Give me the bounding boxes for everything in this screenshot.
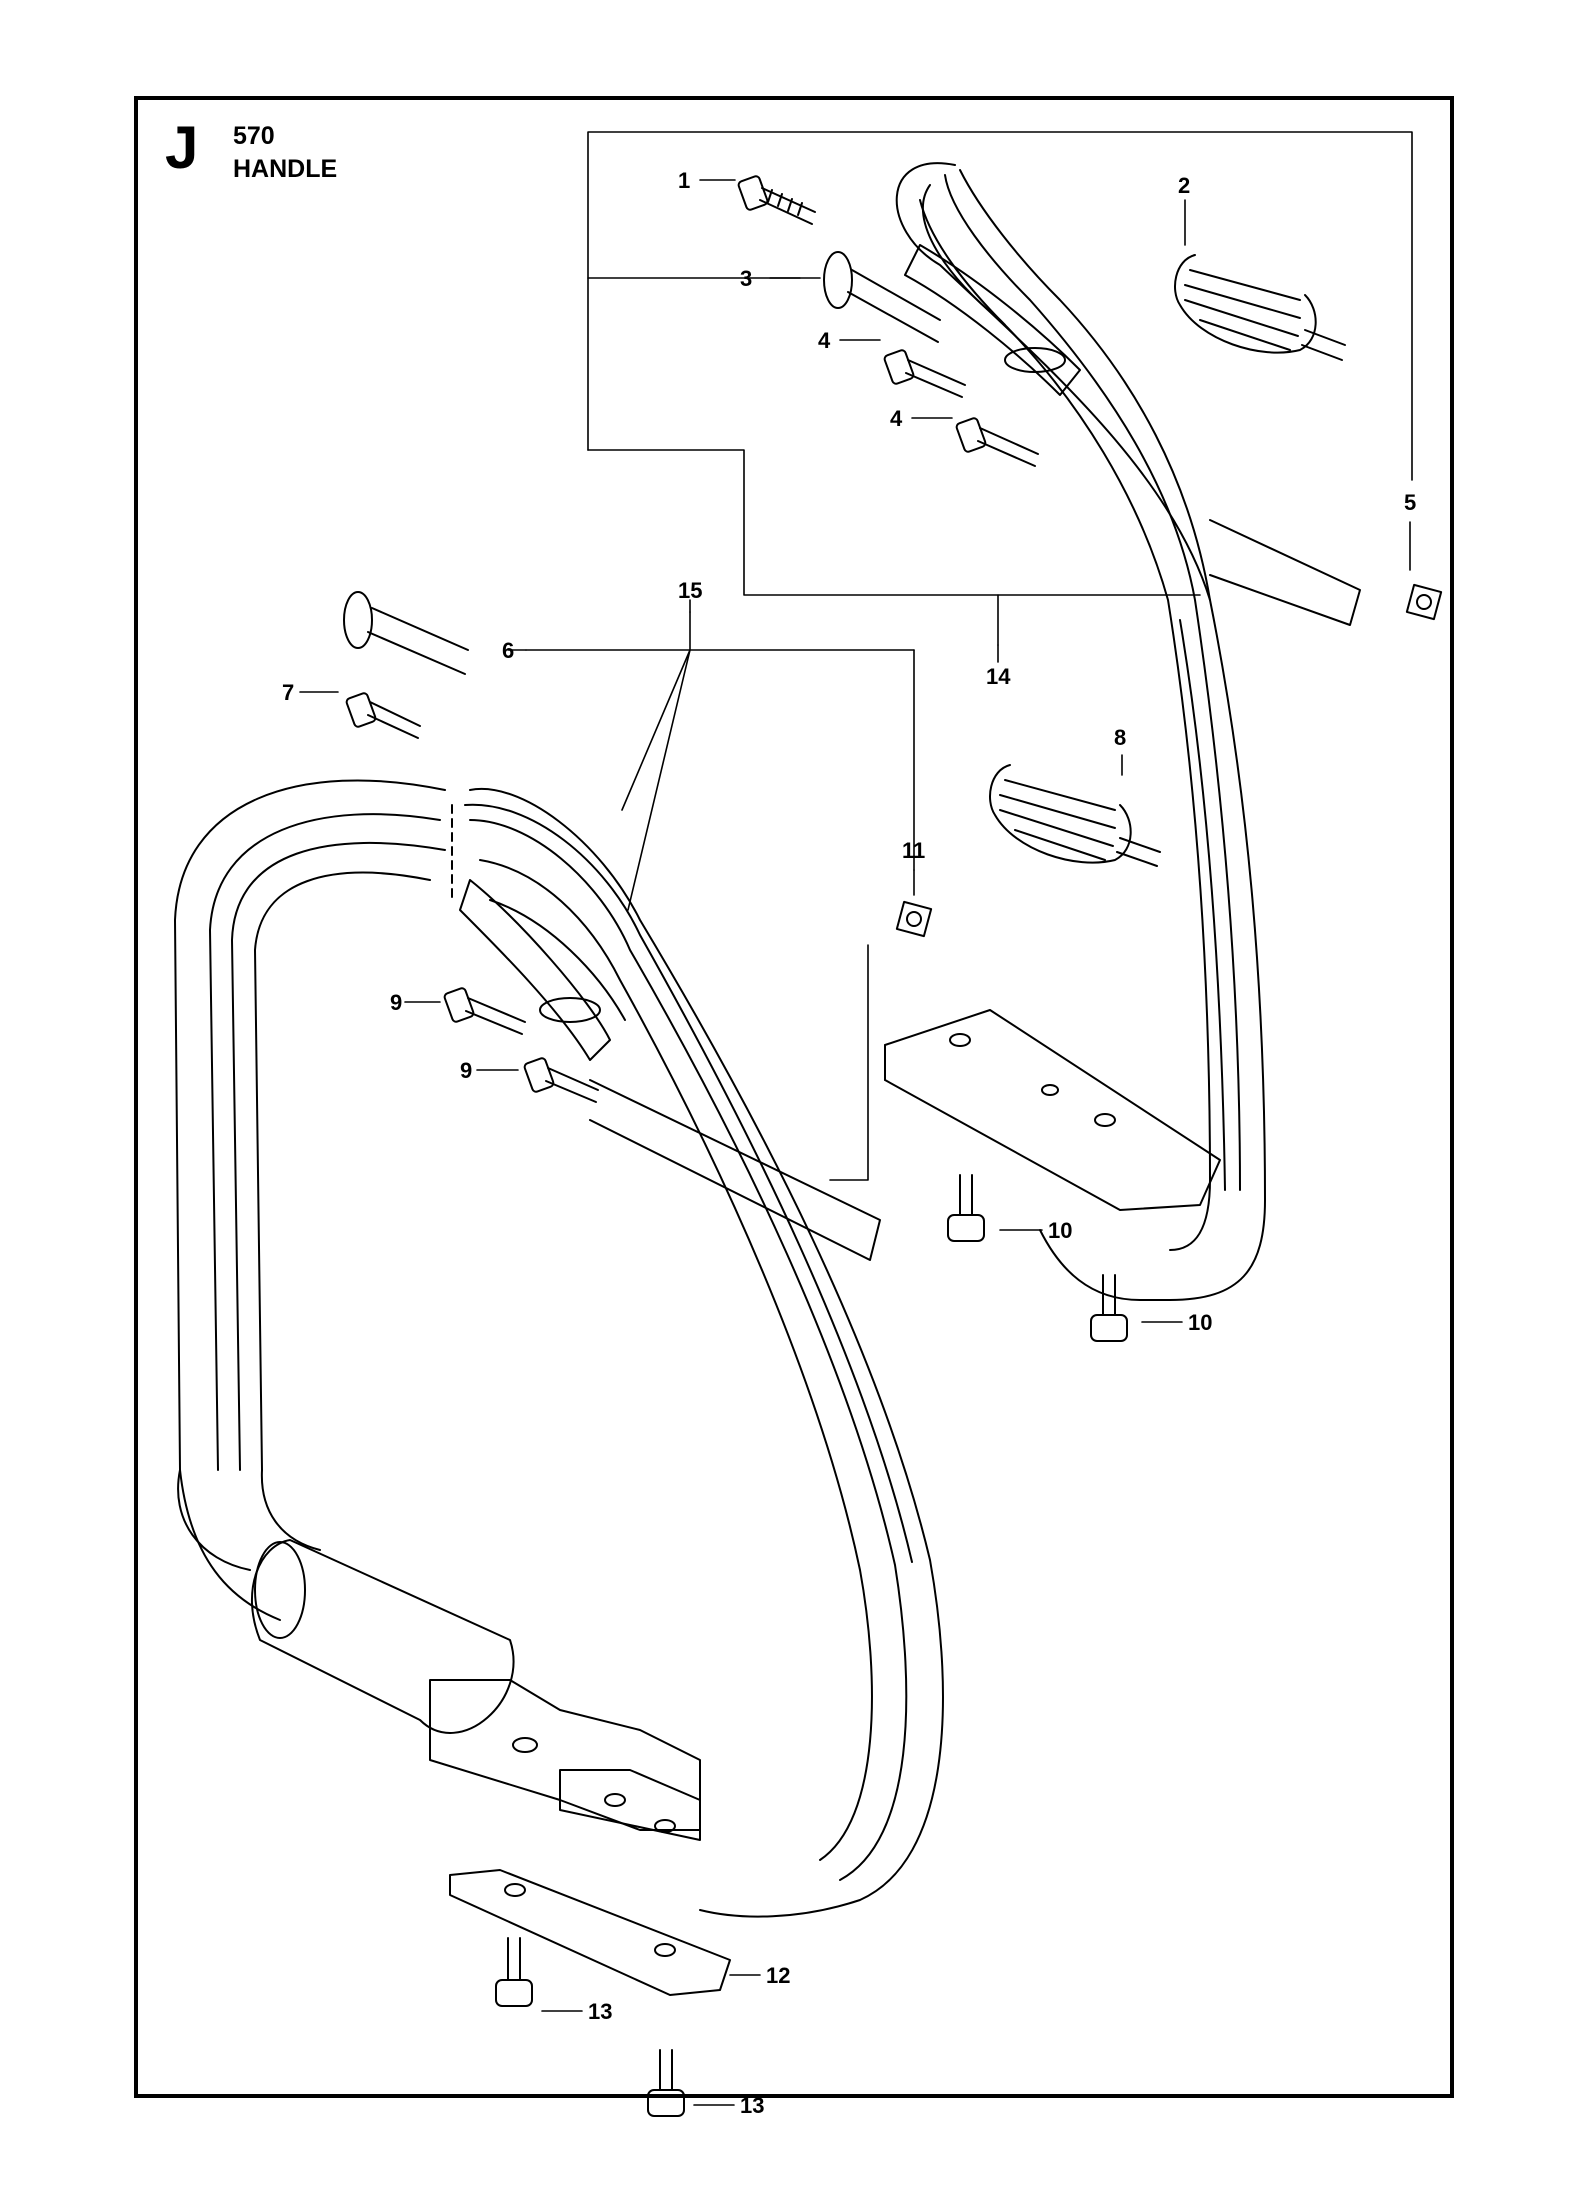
- spring-2: [1174, 254, 1346, 361]
- callout-13b: 13: [740, 2093, 764, 2118]
- pin-3: [823, 251, 941, 343]
- nut-5: [1405, 583, 1443, 621]
- callout-9b: 9: [460, 1058, 472, 1083]
- diagram-title: HANDLE: [233, 155, 338, 183]
- callout-11: 11: [902, 838, 925, 863]
- callout-12: 12: [766, 1963, 790, 1988]
- callout-8: 8: [1114, 725, 1126, 750]
- diagram-frame: [134, 96, 1454, 2098]
- section-letter: J: [165, 114, 199, 181]
- callout-labels: 1 2 3 4 4 5 6 7 8 9 9 10 10 11 12 13 13 …: [282, 168, 1416, 2118]
- callout-14: 14: [986, 664, 1011, 689]
- callout-5: 5: [1404, 490, 1416, 515]
- callout-10b: 10: [1188, 1310, 1212, 1335]
- screw-10b: [1090, 1274, 1128, 1342]
- callout-10a: 10: [1048, 1218, 1072, 1243]
- bolt-7: [345, 692, 421, 739]
- bolt-4b: [955, 417, 1039, 467]
- callout-9a: 9: [390, 990, 402, 1015]
- callout-3: 3: [740, 266, 752, 291]
- leader-lines: [299, 179, 1411, 2106]
- callout-2: 2: [1178, 173, 1190, 198]
- pin-6: [343, 591, 469, 675]
- model-number: 570: [233, 122, 275, 150]
- callout-1: 1: [678, 168, 690, 193]
- callout-4a: 4: [818, 328, 831, 353]
- callout-7: 7: [282, 680, 294, 705]
- front-handle: [174, 779, 944, 1996]
- bolt-9b: [523, 1057, 599, 1103]
- fasteners: [343, 175, 1443, 2117]
- screw-13b: [647, 2049, 685, 2117]
- bolt-4a: [883, 349, 966, 398]
- bolt-9a: [443, 987, 526, 1035]
- bolt-1: [737, 175, 816, 225]
- rear-handle: [884, 162, 1361, 1301]
- spring-8: [989, 764, 1161, 867]
- nut-11: [895, 900, 933, 938]
- assembly-brackets: [525, 131, 1413, 1181]
- callout-6: 6: [502, 638, 514, 663]
- callout-13a: 13: [588, 1999, 612, 2024]
- callout-15: 15: [678, 578, 702, 603]
- screw-10a: [947, 1174, 985, 1242]
- screw-13a: [495, 1937, 533, 2007]
- callout-4b: 4: [890, 406, 903, 431]
